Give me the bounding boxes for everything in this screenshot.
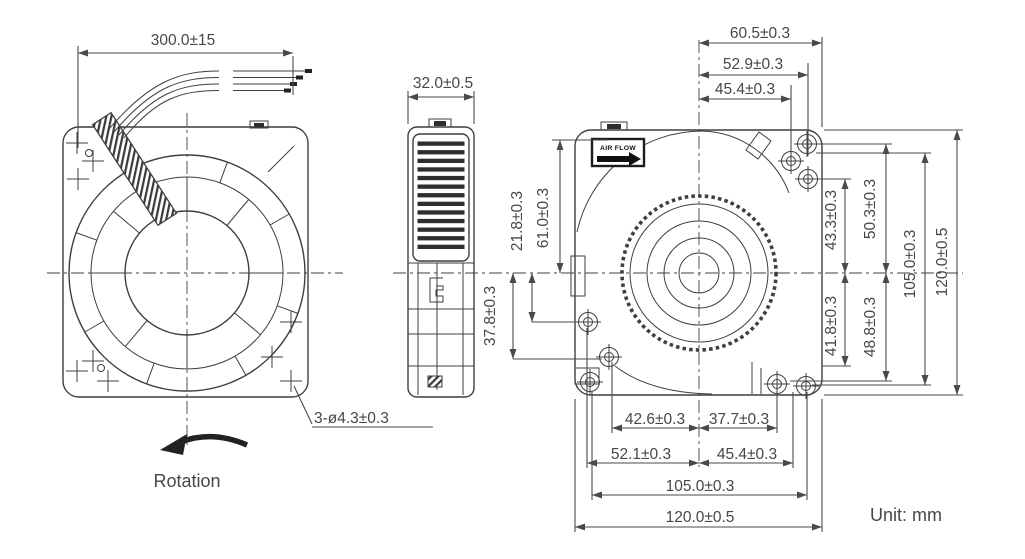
dim-left-1: 21.8±0.3: [509, 191, 526, 251]
side-connector-detail: [427, 375, 443, 388]
rotation-label: Rotation: [153, 471, 220, 491]
dim-top-1: 52.9±0.3: [723, 56, 783, 73]
airflow-arrow-icon: [597, 152, 641, 166]
dim-right-1: 50.3±0.3: [862, 179, 879, 239]
airflow-badge: AIR FLOW: [590, 137, 646, 168]
side-width-label: 32.0±0.5: [413, 75, 473, 92]
side-top-tab: [428, 118, 452, 128]
scroll-housing-curves: [570, 130, 790, 395]
dims-top: 60.5±0.3 52.9±0.3 45.4±0.3: [699, 25, 823, 156]
dim-right-2: 41.8±0.3: [823, 296, 840, 356]
left-top-tab: [249, 120, 269, 129]
front-housing-outline: [574, 129, 823, 396]
left-mounting-crosses: [65, 131, 303, 393]
left-view: 300.0±15 3-ø4.3±0.3 Rotation: [47, 32, 433, 491]
airflow-label: AIR FLOW: [600, 145, 636, 152]
dim-right-4: 105.0±0.3: [902, 230, 919, 299]
dim-bottom-3: 45.4±0.3: [717, 446, 777, 463]
front-top-tab: [600, 121, 628, 131]
dim-right-3: 48.8±0.3: [862, 297, 879, 357]
left-housing-outline: [62, 126, 309, 398]
louver-frame: [412, 133, 470, 262]
dim-right-5: 120.0±0.5: [934, 228, 951, 297]
wire-length-label: 300.0±15: [151, 32, 216, 49]
front-top-tab-fill: [607, 124, 621, 129]
front-mounting-holes: [574, 130, 822, 400]
lead-wires: [108, 69, 312, 139]
rotation-arrow-head: [160, 434, 187, 455]
wire-strain-relief: [91, 111, 178, 227]
dim-bottom-2: 52.1±0.3: [611, 446, 671, 463]
front-view: AIR FLOW 60.5±0.3 52.9±0.3 45.4±0.3 6: [393, 25, 963, 532]
dim-right-0: 43.3±0.3: [823, 190, 840, 250]
dims-right: 43.3±0.3 50.3±0.3 41.8±0.3 48.8±0.3 105.…: [790, 129, 963, 396]
dim-top-0: 60.5±0.3: [730, 25, 790, 42]
louver-slats: [417, 141, 465, 249]
dim-left-2: 37.8±0.3: [482, 286, 499, 346]
dims-left: 61.0±0.3 21.8±0.3 37.8±0.3: [482, 139, 608, 360]
dim-bottom-4: 105.0±0.3: [666, 478, 735, 495]
side-top-tab-fill: [434, 121, 446, 126]
dim-left-0: 61.0±0.3: [535, 188, 552, 248]
dims-bottom: 42.6±0.3 37.7±0.3 52.1±0.3 45.4±0.3 105.…: [574, 328, 823, 532]
dim-bottom-5: 120.0±0.5: [666, 509, 735, 526]
side-body-lines: [408, 262, 474, 395]
left-top-tab-fill: [254, 123, 264, 127]
dim-bottom-0: 42.6±0.3: [625, 411, 685, 428]
dim-mount-holes: 3-ø4.3±0.3: [293, 385, 433, 428]
rotation-arrow-arc: [180, 433, 249, 448]
side-clip-detail: [429, 277, 444, 303]
mount-holes-label: 3-ø4.3±0.3: [314, 410, 389, 427]
rotation-indicator: Rotation: [153, 433, 249, 491]
dim-top-2: 45.4±0.3: [715, 81, 775, 98]
dim-bottom-1: 37.7±0.3: [709, 411, 769, 428]
side-view: 32.0±0.5: [407, 75, 475, 398]
unit-label: Unit: mm: [870, 505, 942, 525]
dim-wire-length: 300.0±15: [77, 32, 294, 148]
dim-side-width: 32.0±0.5: [407, 75, 475, 124]
